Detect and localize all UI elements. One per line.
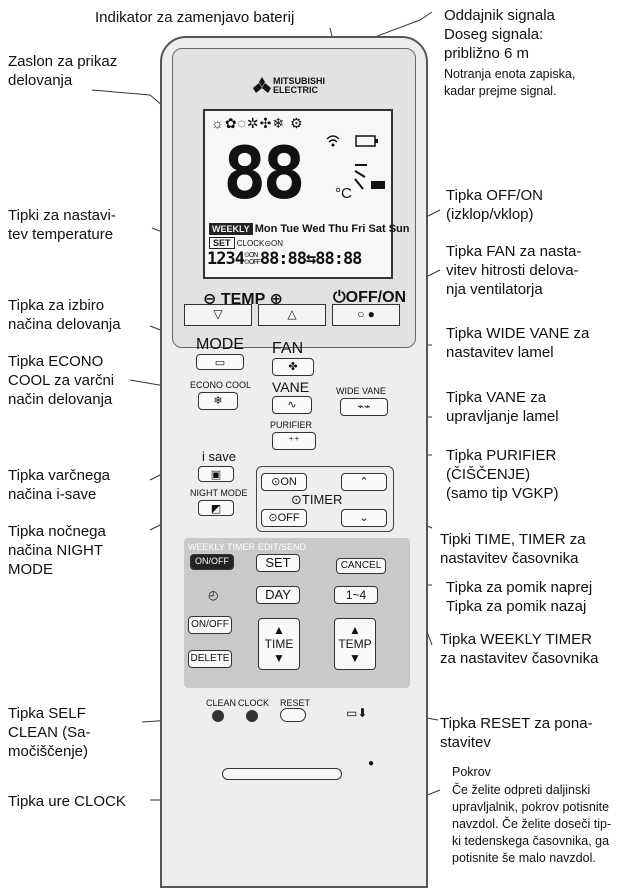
temp-set-button[interactable]: ▲TEMP▼ <box>334 618 376 670</box>
weekly-timer-label: WEEKLY TIMER <box>188 542 256 552</box>
timer-up-button[interactable]: ⌃ <box>341 473 387 491</box>
off-on-button[interactable]: ○ ● <box>332 304 400 326</box>
label-time-timer: Tipki TIME, TIMER za nastavitev časovnik… <box>440 531 586 567</box>
label-battery-indicator: Indikator za zamenjavo baterij <box>95 9 295 26</box>
day-button[interactable]: DAY <box>256 586 300 604</box>
vane-button[interactable]: ∿ <box>272 396 312 414</box>
label-clock: Tipka ure CLOCK <box>8 793 126 810</box>
temp-up-button[interactable]: △ <box>258 304 326 326</box>
remote-control: MITSUBISHI ELECTRIC ☼✿◌✲✣❄ ⚙ 88 °C WEEKL… <box>160 36 428 888</box>
lcd-clock: CLOCK⊙ON <box>236 239 284 248</box>
lcd-time: 88:88⇆88:88 <box>259 249 363 269</box>
cover-dot-icon: ● <box>368 758 375 769</box>
night-mode-button[interactable]: ◩ <box>198 500 234 516</box>
temp-down-button[interactable]: ▽ <box>184 304 252 326</box>
lcd-weekly: WEEKLY <box>209 223 253 235</box>
i-save-button[interactable]: ▣ <box>198 466 234 482</box>
lcd-mode-icons: ☼✿◌✲✣❄ ⚙ <box>211 115 304 131</box>
set-button[interactable]: SET <box>256 554 300 572</box>
reset-label: RESET <box>280 698 311 708</box>
brand-name: MITSUBISHI ELECTRIC <box>273 76 326 95</box>
label-off-on: Tipka OFF/ON (izklop/vklop) <box>446 187 543 223</box>
timer-box: ⊙ON ⌃ ⊙TIMER ⊙OFF ⌄ <box>256 466 394 532</box>
purifier-button[interactable]: ⁺⁺ <box>272 432 316 450</box>
timer-on-button[interactable]: ⊙ON <box>261 473 307 491</box>
clean-label: CLEAN <box>206 698 237 708</box>
i-save-label: i save <box>202 449 236 464</box>
cover-handle[interactable] <box>222 768 342 780</box>
timer-down-button[interactable]: ⌄ <box>341 509 387 527</box>
timer-off-button[interactable]: ⊙OFF <box>261 509 307 527</box>
label-wide-vane: Tipka WIDE VANE za nastavitev lamel <box>446 325 590 361</box>
top-panel: MITSUBISHI ELECTRIC ☼✿◌✲✣❄ ⚙ 88 °C WEEKL… <box>172 48 416 348</box>
econo-cool-label: ECONO COOL <box>190 380 252 390</box>
temp-label: ⊖ TEMP ⊕ <box>203 291 283 308</box>
label-forward-back: Tipka za pomik naprej Tipka za pomik naz… <box>446 579 593 615</box>
label-purifier: Tipka PURIFIER (ČIŠČENJE) (samo tip VGKP… <box>446 447 559 502</box>
lcd-set-row: SET CLOCK⊙ON <box>209 237 284 249</box>
lcd-time-row: 1234⊙ON ⊙OFF88:88⇆88:88 <box>207 249 363 269</box>
button-area: MODE ▭ ECONO COOL ❄ FAN ✤ VANE ∿ PURIFIE… <box>176 336 416 722</box>
clock-icon: ◴ <box>208 588 219 602</box>
fan-button[interactable]: ✤ <box>272 358 314 376</box>
timer-label: ⊙TIMER <box>291 492 343 507</box>
wide-vane-button[interactable]: ⌁⌁ <box>340 398 388 416</box>
lcd-onoff: ⊙ON ⊙OFF <box>243 252 261 266</box>
delete-button[interactable]: DELETE <box>188 650 232 668</box>
night-mode-label: NIGHT MODE <box>190 488 248 498</box>
wide-vane-label: WIDE VANE <box>336 386 386 396</box>
range-button[interactable]: 1~4 <box>334 586 378 604</box>
battery-slot-icon: ▭⬇ <box>346 706 368 720</box>
label-transmitter-note: Notranja enota zapiska, kadar prejme sig… <box>444 67 576 98</box>
mode-label: MODE <box>196 336 244 353</box>
label-fan: Tipka FAN za nasta- vitev hitrosti delov… <box>446 243 582 298</box>
label-i-save: Tipka varčnega načina i-save <box>8 467 110 503</box>
mode-button[interactable]: ▭ <box>196 354 244 370</box>
label-weekly-timer: Tipka WEEKLY TIMER za nastavitev časovni… <box>440 631 599 667</box>
edit-send-label: EDIT/SEND <box>258 542 307 552</box>
label-cover-text: Če želite odpreti daljinski upravljalnik… <box>452 783 612 865</box>
on-off-button[interactable]: ON/OFF <box>188 616 232 634</box>
battery-icon <box>355 135 378 147</box>
lcd-temperature: 88 <box>223 131 306 215</box>
clock-label: CLOCK <box>238 698 270 708</box>
reset-button[interactable] <box>280 708 306 722</box>
off-on-label: ⏻OFF/ON <box>333 289 407 306</box>
clock-button[interactable] <box>246 710 258 722</box>
signal-icon <box>326 135 340 147</box>
weekly-onoff-button[interactable]: ON/OFF <box>190 554 234 570</box>
time-button[interactable]: ▲TIME▼ <box>258 618 300 670</box>
label-vane: Tipka VANE za upravljanje lamel <box>446 389 559 425</box>
label-night-mode: Tipka nočnega načina NIGHT MODE <box>8 523 106 578</box>
mitsubishi-logo-icon <box>253 77 271 93</box>
label-econo-cool: Tipka ECONO COOL za varčni način delovan… <box>8 353 115 408</box>
vane-label: VANE <box>272 379 310 395</box>
vane-icon <box>354 164 385 190</box>
fan-label: FAN <box>272 340 304 357</box>
purifier-label: PURIFIER <box>270 420 313 430</box>
label-reset: Tipka RESET za pona- stavitev <box>440 715 593 751</box>
label-self-clean: Tipka SELF CLEAN (Sa- močiščenje) <box>8 705 91 760</box>
lcd-unit: °C <box>335 185 352 202</box>
cancel-button[interactable]: CANCEL <box>336 558 386 574</box>
label-mode: Tipka za izbiro načina delovanja <box>8 297 121 333</box>
weekly-timer-panel: WEEKLY TIMER ON/OFF EDIT/SEND SET CANCEL… <box>184 538 410 688</box>
label-temp-buttons: Tipki za nastavi- tev temperature <box>8 207 116 243</box>
label-display: Zaslon za prikaz delovanja <box>8 53 118 89</box>
label-transmitter: Oddajnik signala Doseg signala: približn… <box>444 7 555 62</box>
clean-button[interactable] <box>212 710 224 722</box>
econo-cool-button[interactable]: ❄ <box>198 392 238 410</box>
lcd-set: SET <box>209 237 235 249</box>
label-cover-title: Pokrov <box>452 765 491 779</box>
